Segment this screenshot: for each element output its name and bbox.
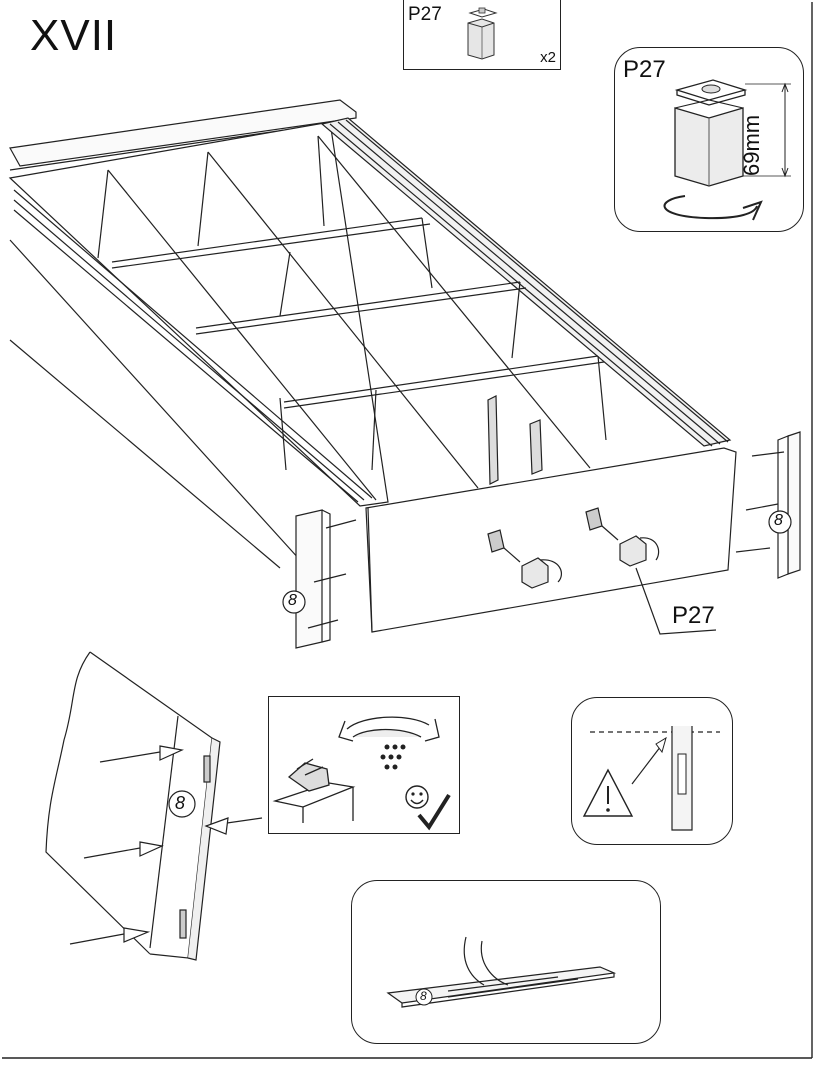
leg-callout-label: P27 <box>672 602 715 629</box>
parts-box-code: P27 <box>408 4 442 25</box>
parts-box: P27 x2 <box>403 0 561 70</box>
cleaning-instruction-box <box>268 696 460 834</box>
water-drops-icon <box>380 744 406 770</box>
warning-box <box>571 697 733 845</box>
step-number: XVII <box>30 11 118 60</box>
panel-marker-left: 8 <box>288 592 297 609</box>
wipe-hands-icon <box>287 758 330 792</box>
panel-marker-right: 8 <box>774 512 783 529</box>
leg-detail-drawing <box>663 79 791 221</box>
strip-panel-marker: 8 <box>420 989 427 1003</box>
furniture-leg-icon <box>467 7 498 60</box>
glue-panel-marker: 8 <box>175 793 186 813</box>
strip-detail-box: 8 <box>351 880 661 1044</box>
smiley-icon <box>405 785 429 809</box>
parts-box-quantity: x2 <box>540 49 556 66</box>
rotate-arrow-icon <box>742 200 763 221</box>
leg-detail-code: P27 <box>623 56 666 83</box>
checkmark-icon <box>417 793 451 831</box>
warning-triangle-icon <box>582 768 634 817</box>
leg-detail-box: P27 69mm <box>614 47 804 232</box>
